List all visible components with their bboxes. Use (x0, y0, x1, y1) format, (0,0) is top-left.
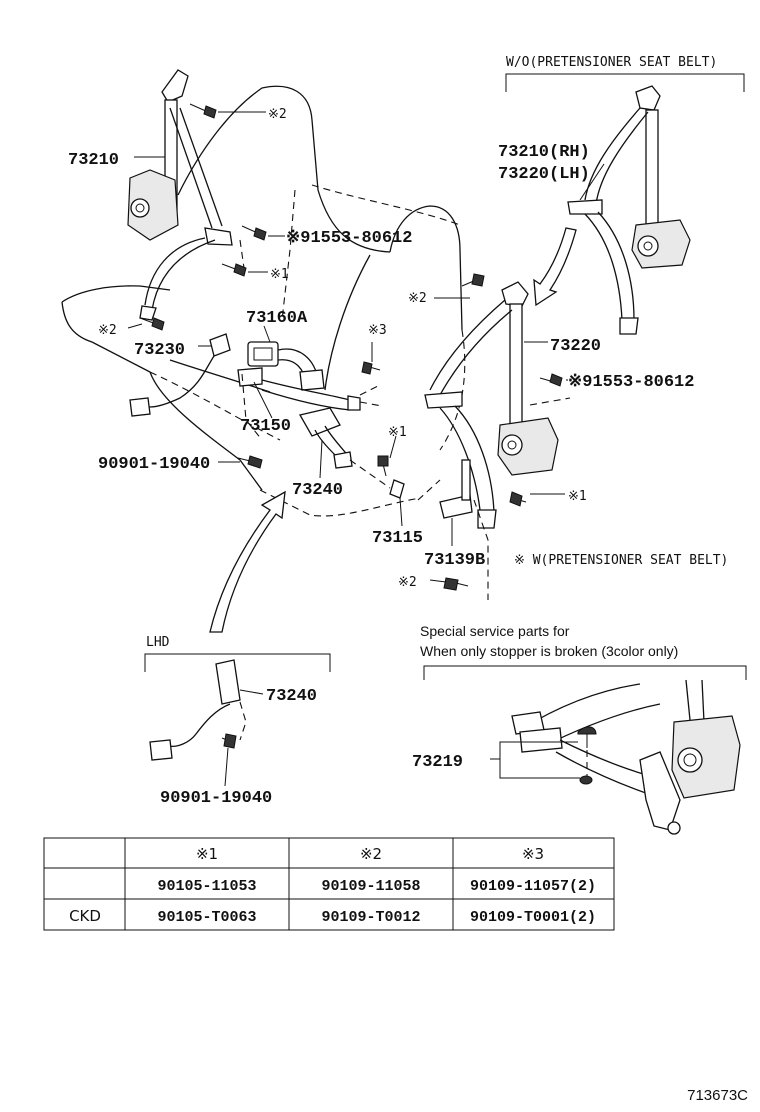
table-header-2: ※2 (360, 845, 382, 863)
bolt-group-center (361, 273, 563, 591)
inset-wo-pretensioner (505, 73, 745, 335)
reference-code: 713673C (687, 1087, 748, 1104)
table-cell-1-3: 90109-T0001(2) (470, 909, 596, 926)
marker-2-left: ※2 (98, 323, 117, 338)
part-73210-rh: 73210(RH) (498, 143, 590, 162)
marker-1-left: ※1 (270, 267, 289, 282)
special-service-line2: When only stopper is broken (3color only… (420, 643, 678, 659)
special-service-line1: Special service parts for (420, 623, 570, 639)
bolt-group-left (139, 103, 267, 469)
label-w-pretensioner: ※ W(PRETENSIONER SEAT BELT) (514, 553, 728, 568)
indicator-arrows (209, 227, 577, 633)
marker-2-top: ※2 (268, 107, 287, 122)
table-cell-1-0: CKD (69, 907, 101, 925)
seat-outline (61, 85, 466, 517)
part-90901: 90901-19040 (98, 455, 210, 474)
part-73240: 73240 (292, 481, 343, 500)
marker-2-bottom: ※2 (398, 575, 417, 590)
table-header-3: ※3 (522, 845, 544, 863)
table-header-1: ※1 (196, 845, 218, 863)
belt-73210-left (127, 69, 233, 321)
inset-special-service (423, 665, 747, 835)
inset-lhd (144, 653, 331, 761)
part-90901-lhd: 90901-19040 (160, 789, 272, 808)
label-wo-pretensioner: W/O(PRETENSIONER SEAT BELT) (506, 55, 717, 70)
buckle-assembly-center (129, 333, 391, 489)
part-73139b: 73139B (424, 551, 485, 570)
table-cell-1-1: 90105-T0063 (157, 909, 256, 926)
table-cell-0-1: 90105-11053 (157, 878, 256, 895)
part-73240-lhd: 73240 (266, 687, 317, 706)
label-lhd: LHD (146, 635, 170, 650)
part-73150: 73150 (240, 417, 291, 436)
part-73220-lh: 73220(LH) (498, 165, 590, 184)
table-cell-0-2: 90109-11058 (321, 878, 420, 895)
table-cell-1-2: 90109-T0012 (321, 909, 420, 926)
part-73220: 73220 (550, 337, 601, 356)
part-73219: 73219 (412, 753, 463, 772)
marker-1-right: ※1 (568, 489, 587, 504)
part-73115: 73115 (372, 529, 423, 548)
marker-3: ※3 (368, 323, 387, 338)
marker-2-mid: ※2 (408, 291, 427, 306)
part-91553-right: ※91553-80612 (568, 373, 694, 392)
table-cell-0-3: 90109-11057(2) (470, 878, 596, 895)
marker-1-mid: ※1 (388, 425, 407, 440)
leader-lines (127, 111, 605, 787)
part-73210: 73210 (68, 151, 119, 170)
part-91553-left: ※91553-80612 (286, 229, 412, 248)
part-73230: 73230 (134, 341, 185, 360)
belt-73220-right (417, 281, 571, 600)
part-labels: W/O(PRETENSIONER SEAT BELT) 73210 ※2 732… (68, 55, 728, 808)
part-73160a: 73160A (246, 309, 308, 328)
fastener-table: ※1 ※2 ※3 90105-11053 90109-11058 90109-1… (43, 837, 615, 931)
